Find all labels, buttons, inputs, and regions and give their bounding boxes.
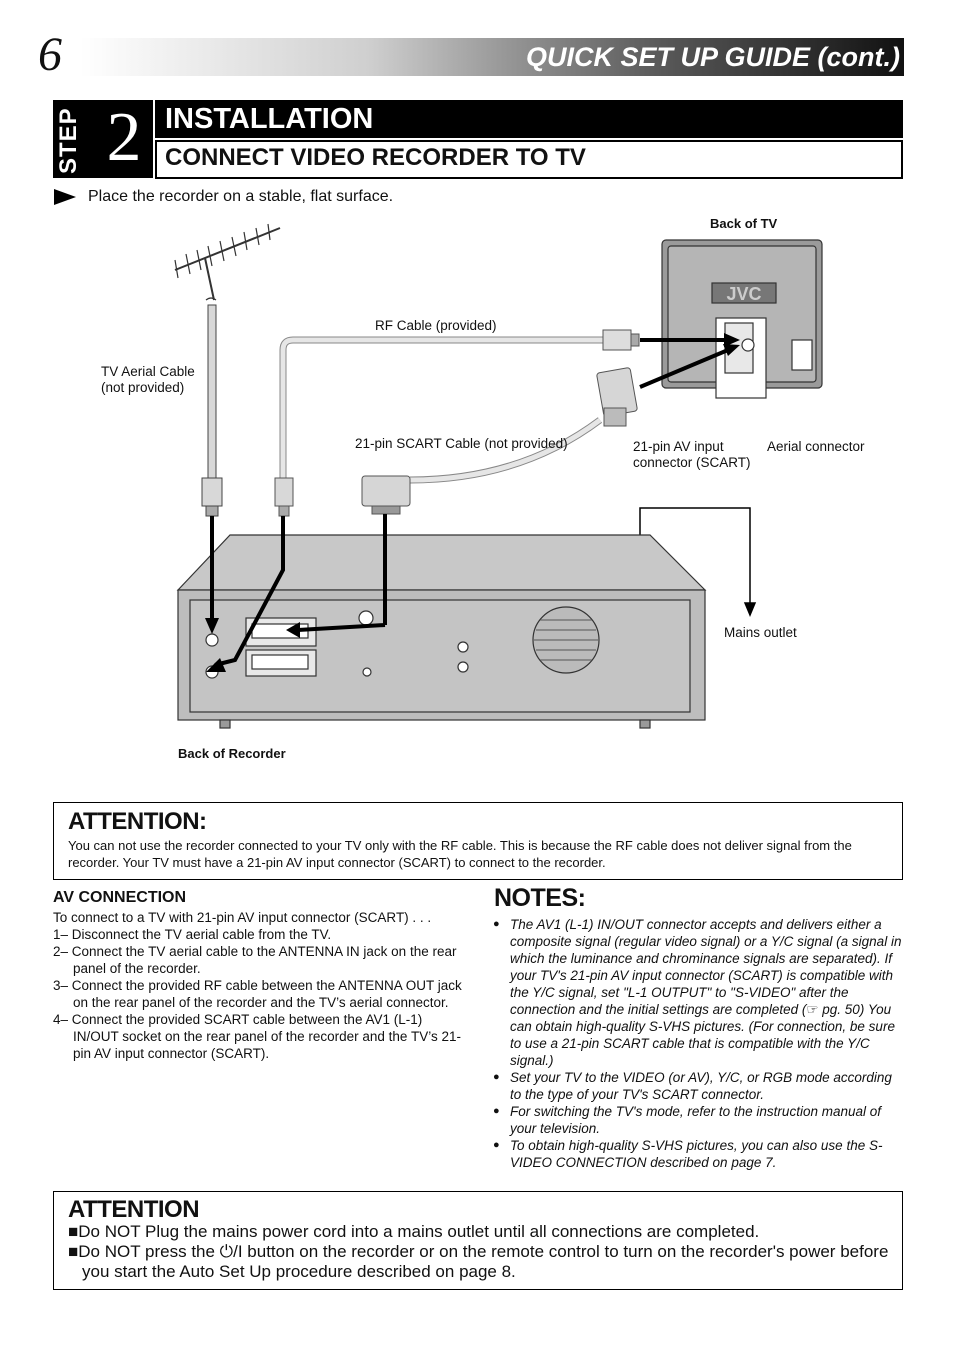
note-item: For switching the TV's mode, refer to th… (493, 1103, 904, 1137)
arrow-bullet-icon (54, 188, 76, 205)
scart-cable (361, 367, 638, 515)
tv-logo: JVC (726, 284, 761, 304)
note-item: Set your TV to the VIDEO (or AV), Y/C, o… (493, 1069, 904, 1103)
page-title: QUICK SET UP GUIDE (cont.) (525, 42, 900, 72)
header-bar (80, 38, 904, 76)
av-connection-body: To connect to a TV with 21-pin AV input … (53, 909, 471, 1062)
recorder-back-icon (176, 534, 707, 729)
antenna-icon (174, 223, 281, 301)
aerial-cable (201, 304, 223, 517)
av-connection-intro: To connect to a TV with 21-pin AV input … (53, 910, 432, 925)
aerial-cable-label-note: (not provided) (101, 380, 185, 395)
av-input-label: 21-pin AV input (633, 439, 724, 454)
section-subtitle: CONNECT VIDEO RECORDER TO TV (165, 144, 586, 171)
av-step: 3– Connect the provided RF cable between… (53, 978, 462, 1010)
step-number: 2 (106, 99, 142, 176)
page-number: 6 (38, 28, 62, 81)
av-step: 4– Connect the provided SCART cable betw… (53, 1012, 461, 1061)
mains-outlet-label: Mains outlet (724, 625, 797, 640)
arrow-icon (639, 333, 740, 389)
connection-diagram: JVC (174, 223, 823, 729)
attention-title: ATTENTION: (68, 808, 207, 835)
intro-text: Place the recorder on a stable, flat sur… (88, 188, 394, 205)
attention-box (53, 802, 903, 880)
note-item: The AV1 (L-1) IN/OUT connector accepts a… (493, 916, 904, 1069)
arrow-icon (205, 514, 387, 672)
section-title: INSTALLATION (165, 103, 374, 135)
scart-cable-label: 21-pin SCART Cable (not provided) (355, 436, 568, 451)
section-title-bar (155, 100, 903, 138)
attention-text: You can not use the recorder connected t… (68, 838, 852, 870)
aerial-connector-label: Aerial connector (767, 439, 865, 454)
attention-item: ■Do NOT press the ⏻/I button on the reco… (68, 1242, 889, 1281)
attention-list: ■Do NOT Plug the mains power cord into a… (68, 1222, 898, 1282)
step-box (53, 100, 153, 178)
back-of-recorder-label: Back of Recorder (178, 746, 286, 761)
attention-item: ■Do NOT Plug the mains power cord into a… (68, 1222, 760, 1241)
rf-cable (274, 329, 640, 517)
attention-box-2 (53, 1191, 903, 1290)
av-step: 1– Disconnect the TV aerial cable from t… (53, 927, 332, 942)
aerial-cable-label: TV Aerial Cable (101, 364, 195, 379)
note-item: To obtain high-quality S-VHS pictures, y… (493, 1137, 904, 1171)
back-of-tv-label: Back of TV (710, 216, 778, 231)
intro-line: Place the recorder on a stable, flat sur… (54, 186, 393, 208)
attention-title-2: ATTENTION (68, 1196, 200, 1223)
tv-back-icon: JVC (661, 239, 823, 399)
notes-title: NOTES: (494, 884, 586, 912)
av-input-label-2: connector (SCART) (633, 455, 751, 470)
section-subtitle-box (155, 140, 903, 179)
notes-list: The AV1 (L-1) IN/OUT connector accepts a… (493, 916, 904, 1171)
av-connection-title: AV CONNECTION (53, 889, 187, 906)
av-step: 2– Connect the TV aerial cable to the AN… (53, 944, 457, 976)
rf-cable-label: RF Cable (provided) (375, 318, 497, 333)
